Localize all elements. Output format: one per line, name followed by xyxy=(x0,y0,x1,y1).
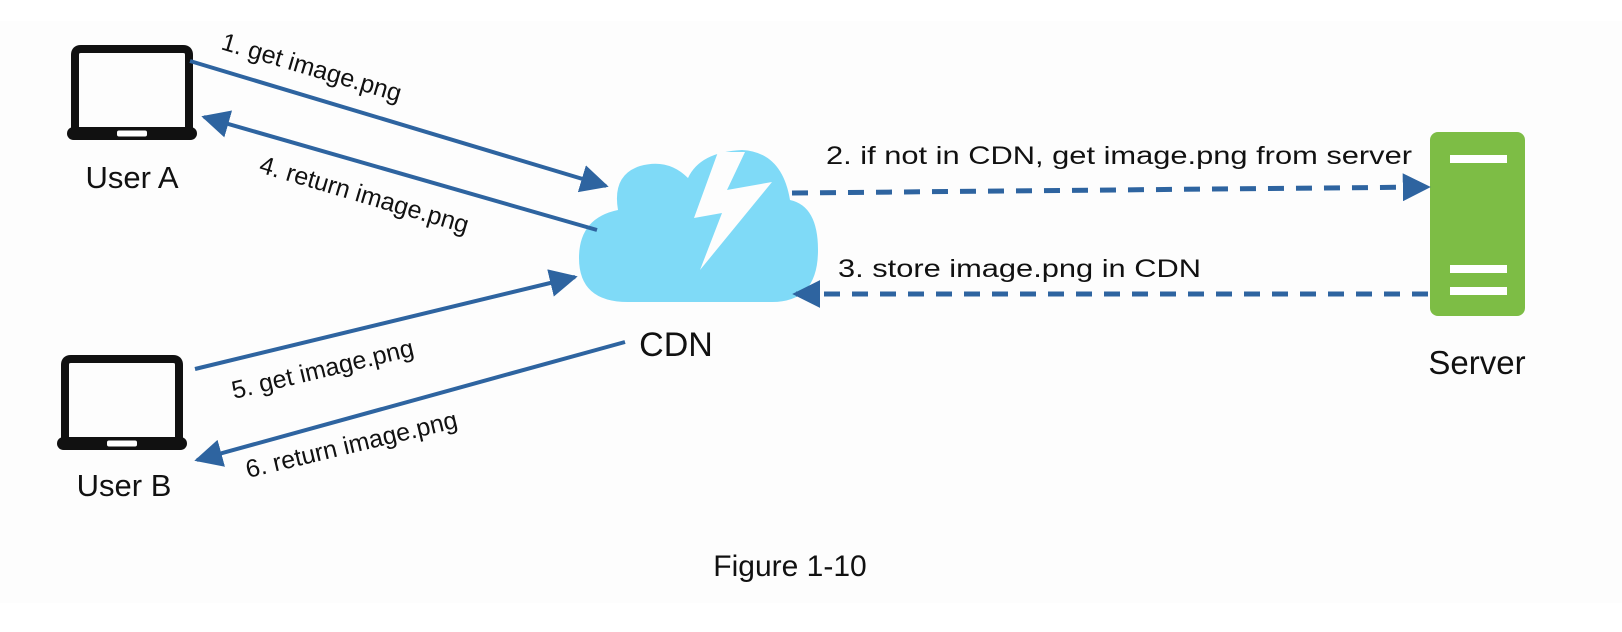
figure-caption: Figure 1-10 xyxy=(713,550,866,583)
arrow-2-fetch xyxy=(791,173,1431,202)
arrow-5-get xyxy=(194,269,578,371)
arrow-4-return xyxy=(201,110,598,232)
arrow-6-return xyxy=(194,340,626,467)
cdn-label: CDN xyxy=(639,326,713,364)
figure-panel xyxy=(0,21,1622,603)
laptop-icon xyxy=(57,355,187,450)
server-node: Server xyxy=(1428,132,1526,381)
server-icon xyxy=(1430,132,1525,316)
edge-label-3: 3. store image.png in CDN xyxy=(838,255,1201,283)
server-label: Server xyxy=(1428,344,1525,381)
user-b-node: User B xyxy=(57,355,187,503)
user-a-node: User A xyxy=(67,45,197,195)
edge-label-2: 2. if not in CDN, get image.png from ser… xyxy=(826,142,1412,170)
arrow-1-get xyxy=(189,59,609,193)
user-b-label: User B xyxy=(77,468,172,503)
cloud-lightning-icon xyxy=(579,150,818,302)
user-a-label: User A xyxy=(85,160,178,195)
cdn-node: CDN xyxy=(579,150,818,364)
laptop-icon xyxy=(67,45,197,140)
edge-label-5: 5. get image.png xyxy=(229,334,417,405)
